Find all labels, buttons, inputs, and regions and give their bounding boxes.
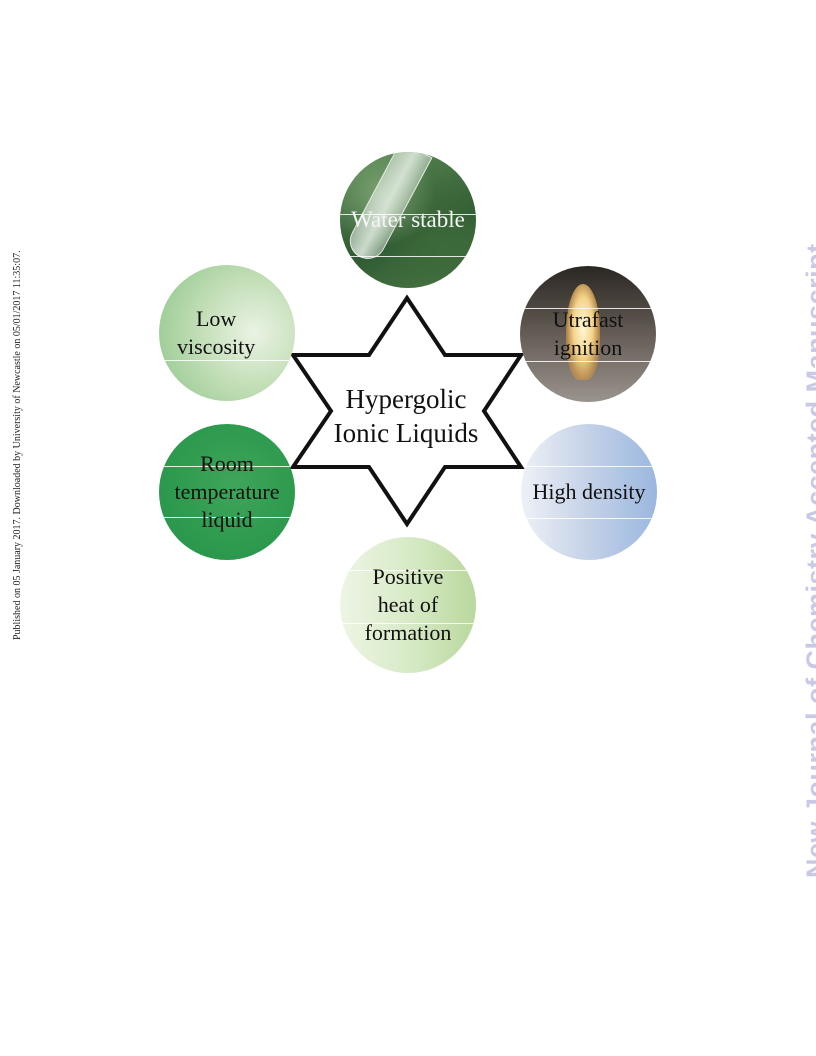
star-outline	[289, 294, 525, 528]
flame-image	[566, 284, 600, 380]
node-ultrafast-ignition: Utrafast ignition	[520, 266, 656, 402]
node-high-density-label: High density	[532, 479, 646, 504]
node-room-temperature-liquid: Room temperature liquid	[159, 424, 295, 560]
node-ultrafast-ignition-label: Utrafast ignition	[552, 307, 624, 360]
node-low-viscosity-label: Low viscosity	[177, 306, 256, 359]
node-high-density: High density	[521, 424, 657, 560]
node-positive-heat-of-formation: Positive heat of formation	[340, 537, 476, 673]
node-water-stable-label: Water stable	[351, 207, 465, 232]
node-room-temperature-liquid-label: Room temperature liquid	[174, 451, 280, 532]
center-label: Hypergolic Ionic Liquids	[333, 384, 479, 448]
node-positive-heat-of-formation-label: Positive heat of formation	[364, 564, 452, 645]
node-water-stable: Water stable	[340, 152, 476, 288]
node-low-viscosity: Low viscosity	[159, 265, 295, 401]
